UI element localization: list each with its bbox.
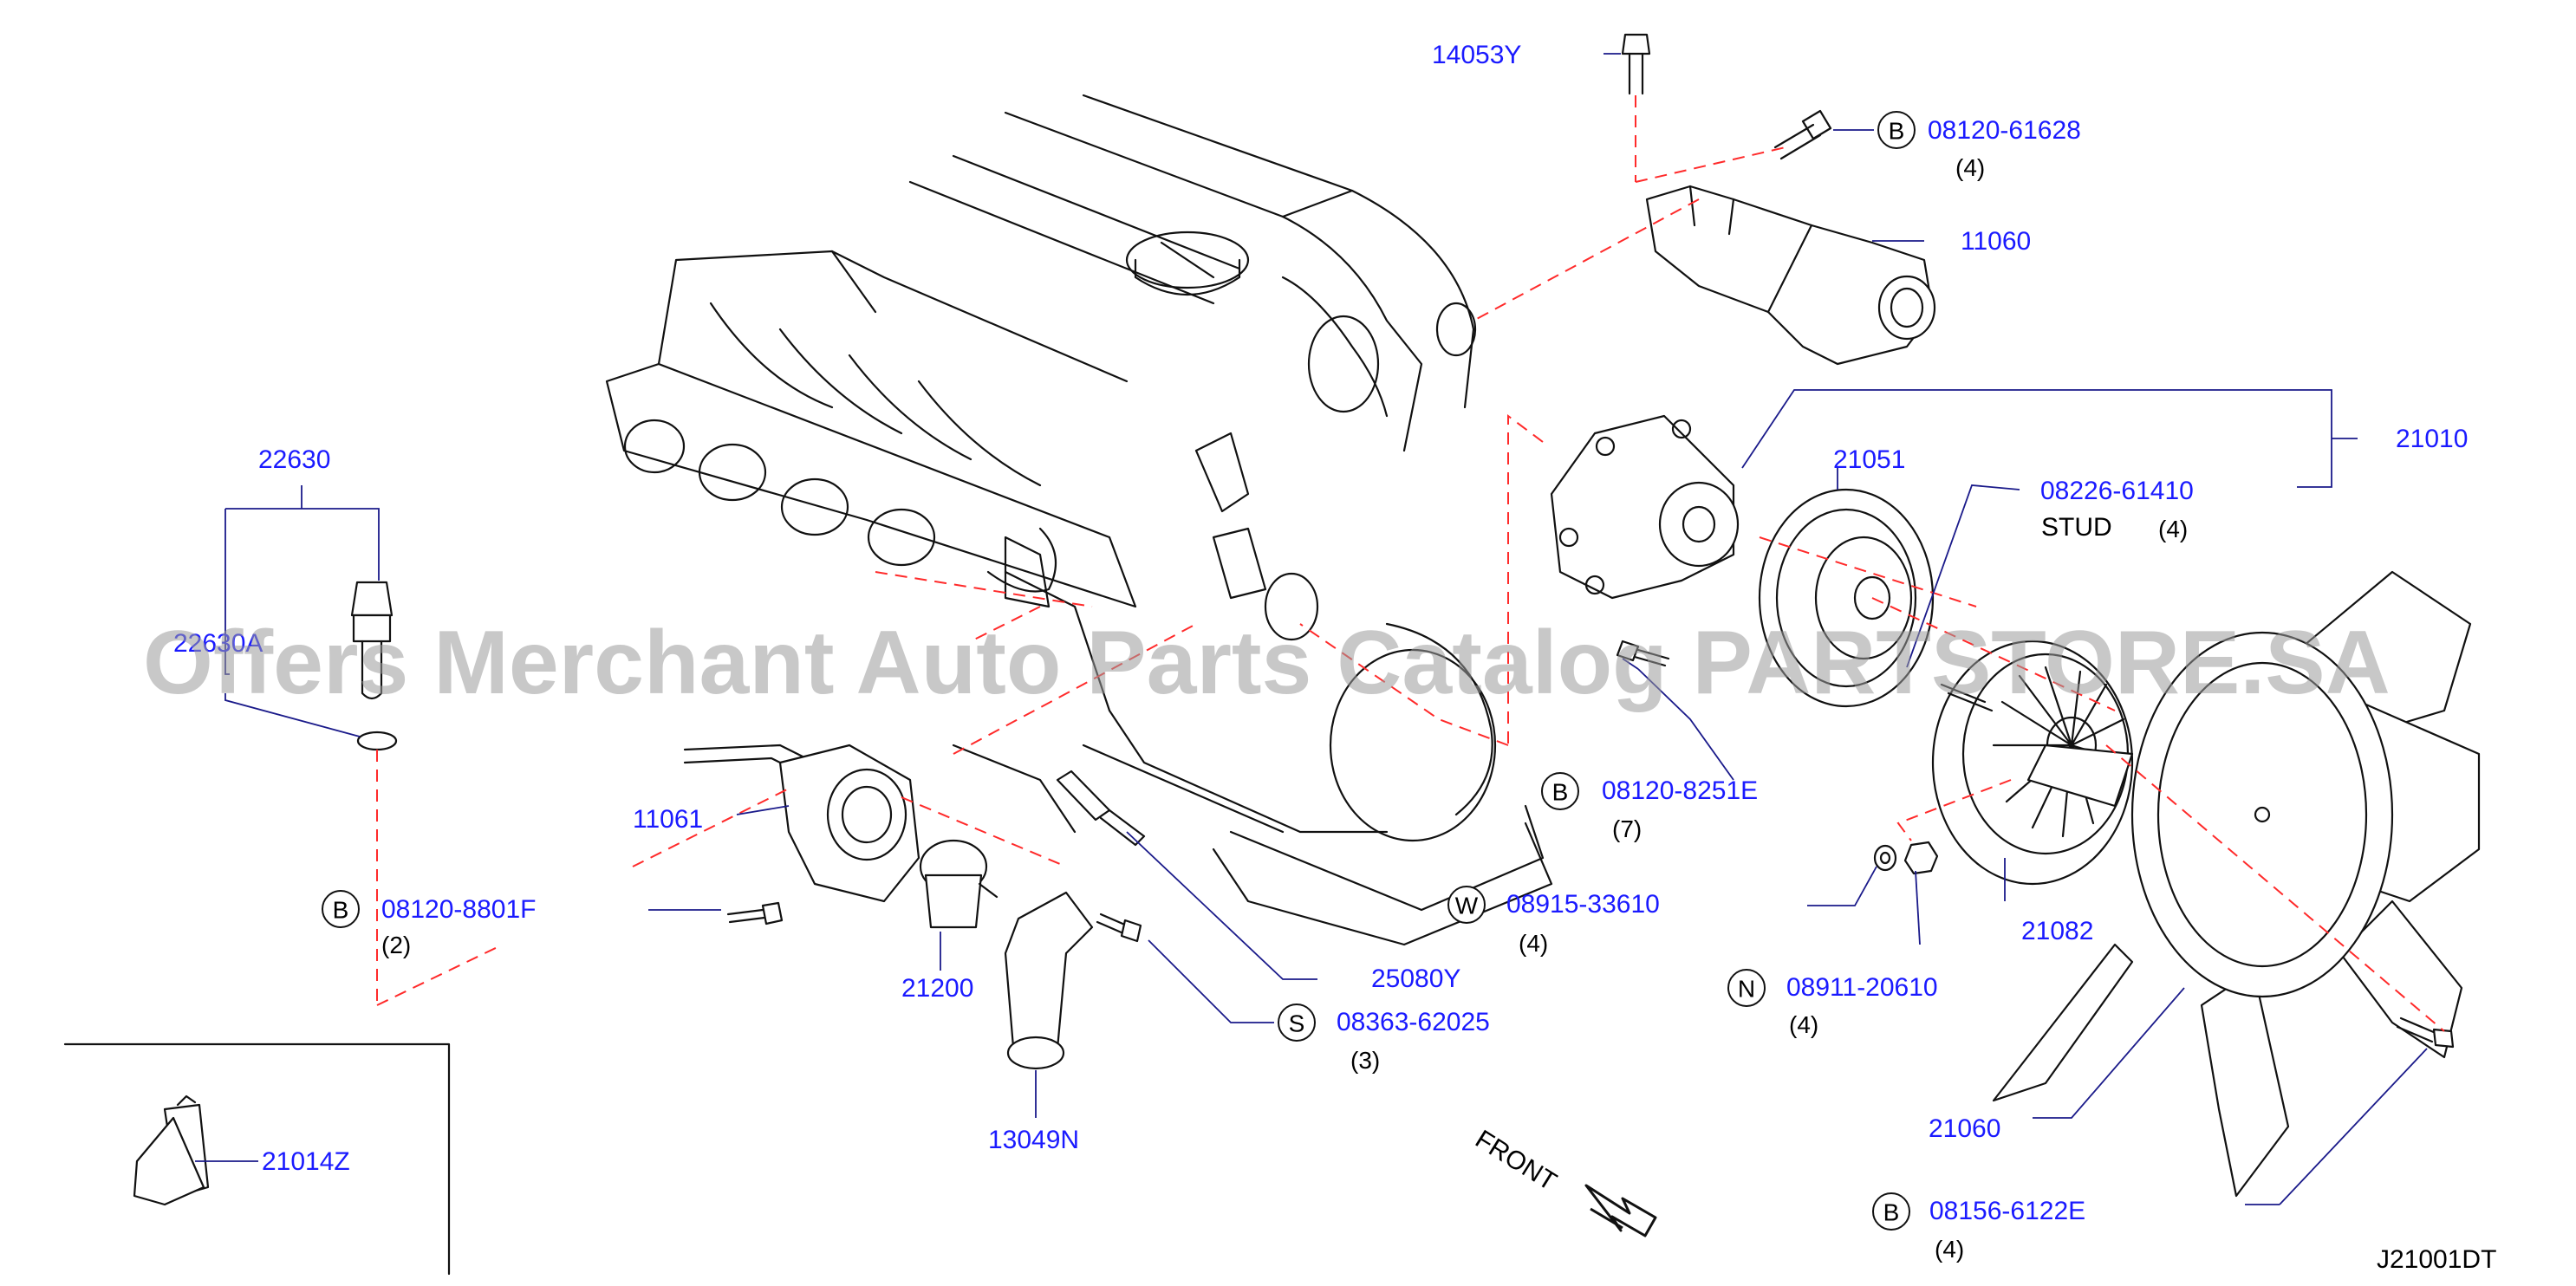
engine-block-illustration <box>605 94 1553 946</box>
front-label: FRONT <box>1470 1125 1561 1197</box>
part-label-08915-33610[interactable]: 08915-33610 <box>1506 890 1660 919</box>
qty-08120-61628: (4) <box>1955 154 1985 181</box>
code-circle-n-08911-20610 <box>1727 969 1766 1007</box>
part-label-14053Y[interactable]: 14053Y <box>1432 41 1521 69</box>
front-direction-indicator: FRONT <box>1470 1125 1657 1237</box>
water-pump-21010-illustration <box>1550 414 1740 600</box>
qty-08226-61410: (4) <box>2158 516 2188 542</box>
fan-blade-21060-illustration <box>1992 570 2481 1198</box>
part-label-13049N[interactable]: 13049N <box>988 1126 1079 1154</box>
reference-code-circles: B B B W S N B <box>322 111 1916 1231</box>
code-s-08363-62025: S <box>1289 1010 1305 1037</box>
water-outlet-11060-illustration <box>1645 185 1936 366</box>
part-label-21200[interactable]: 21200 <box>901 974 973 1003</box>
stud-label: STUD <box>2041 513 2112 542</box>
code-circle-b-08120-8801F <box>322 890 360 928</box>
code-n-08911-20610: N <box>1738 976 1755 1003</box>
part-label-21082[interactable]: 21082 <box>2021 917 2093 945</box>
watermark: Offers Merchant Auto Parts Catalog PARTS… <box>143 613 2391 713</box>
bolt-08120-61628-illustration <box>1773 109 1832 160</box>
code-circle-w-08915-33610 <box>1447 886 1486 924</box>
code-b-08156-6122E: B <box>1883 1199 1900 1226</box>
part-label-21010[interactable]: 21010 <box>2396 425 2468 453</box>
bolt-08120-8801F-illustration <box>726 901 784 926</box>
part-label-08120-8251E[interactable]: 08120-8251E <box>1602 776 1758 805</box>
part-label-11060[interactable]: 11060 <box>1961 227 2031 256</box>
sensor-22630-illustration <box>350 581 398 751</box>
part-labels: 14053Y 08120-61628 (4) 11060 21010 21051… <box>173 41 2468 1263</box>
bolt-08156-6122E-illustration <box>2396 1016 2455 1049</box>
part-label-21051[interactable]: 21051 <box>1833 445 1905 474</box>
part-label-11061[interactable]: 11061 <box>633 805 703 834</box>
thermostat-21200-illustration <box>919 839 999 929</box>
code-b-08120-8801F: B <box>333 897 349 924</box>
part-label-25080Y[interactable]: 25080Y <box>1371 964 1460 993</box>
part-label-21014Z[interactable]: 21014Z <box>262 1147 350 1176</box>
code-circle-b-08120-61628 <box>1877 111 1916 149</box>
water-inlet-13049N-illustration <box>1004 891 1094 1070</box>
code-b-08120-8251E: B <box>1552 779 1569 806</box>
part-label-08156-6122E[interactable]: 08156-6122E <box>1929 1197 2085 1225</box>
pulley-21051-illustration <box>1758 488 1935 708</box>
leader-lines <box>195 53 2428 1205</box>
thermostat-housing-11061-illustration <box>683 744 920 903</box>
dashed-assembly-lines <box>376 95 2445 1032</box>
temperature-sender-25080Y-illustration <box>1056 770 1146 847</box>
qty-08363-62025: (3) <box>1350 1047 1380 1074</box>
part-label-08363-62025[interactable]: 08363-62025 <box>1337 1008 1490 1036</box>
part-label-22630A[interactable]: 22630A <box>173 629 263 658</box>
part-label-22630[interactable]: 22630 <box>258 445 330 474</box>
qty-08915-33610: (4) <box>1519 930 1548 957</box>
bolt-08363-62025-illustration <box>1096 913 1142 943</box>
part-label-08911-20610[interactable]: 08911-20610 <box>1786 973 1938 1002</box>
washer-nut-illustration <box>1873 841 1939 875</box>
part-label-08120-61628[interactable]: 08120-61628 <box>1928 116 2081 145</box>
part-label-08226-61410[interactable]: 08226-61410 <box>2040 477 2194 505</box>
bolt-14053Y-illustration <box>1621 33 1651 95</box>
part-label-08120-8801F[interactable]: 08120-8801F <box>381 895 536 924</box>
qty-08120-8251E: (7) <box>1612 815 1642 842</box>
inset-box-21014Z <box>63 1042 451 1276</box>
code-b-08120-61628: B <box>1889 118 1905 145</box>
diagram-code: J21001DT <box>2377 1245 2496 1274</box>
code-w-08915-33610: W <box>1455 893 1479 919</box>
code-circle-s-08363-62025 <box>1278 1003 1316 1042</box>
qty-08911-20610: (4) <box>1789 1011 1818 1038</box>
part-label-21060[interactable]: 21060 <box>1929 1114 2000 1143</box>
code-circle-b-08156-6122E <box>1872 1192 1910 1231</box>
qty-08156-6122E: (4) <box>1935 1236 1964 1263</box>
bolt-08120-8251E-illustration <box>1616 640 1670 667</box>
qty-08120-8801F: (2) <box>381 932 411 958</box>
front-arrow-icon <box>1584 1184 1657 1237</box>
code-circle-b-08120-8251E <box>1541 772 1579 810</box>
fan-coupling-21082-illustration <box>1931 640 2134 886</box>
